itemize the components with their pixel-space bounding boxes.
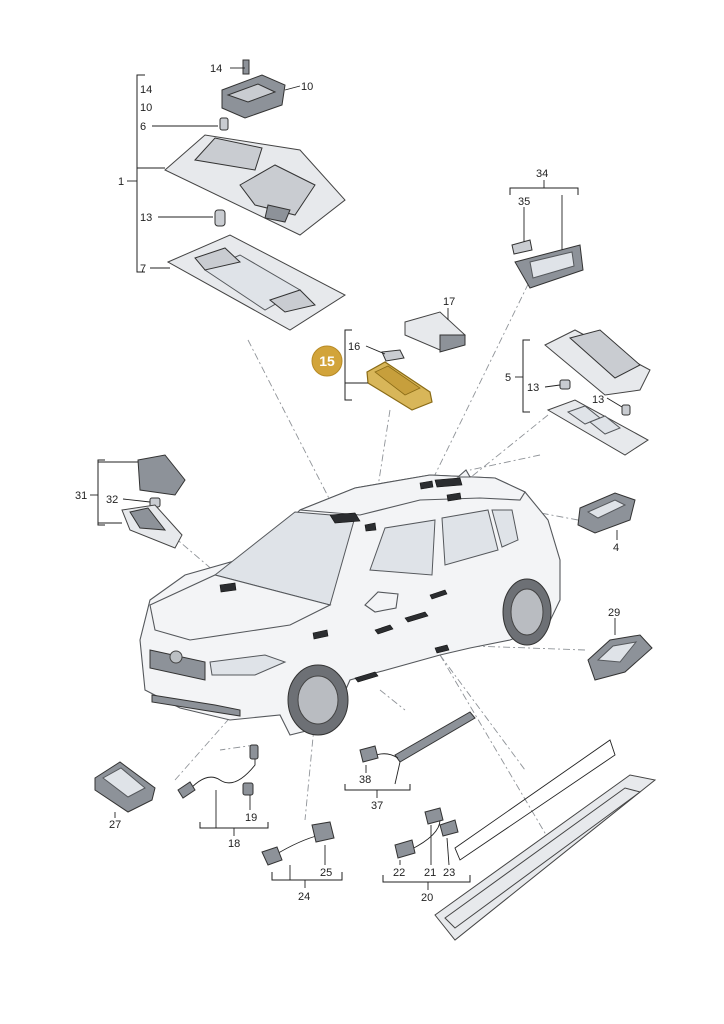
label-13-b: 13 [592,394,604,406]
label-22: 22 [393,867,405,879]
label-5: 5 [505,372,511,384]
label-16: 16 [348,341,360,353]
label-10-bracket: 10 [140,102,152,114]
label-18: 18 [228,838,240,850]
part-37-strip [359,711,476,763]
part-16-bulb [381,349,405,362]
part-24-harness [261,821,335,866]
part-labels: 14 10 14 10 6 1 13 7 34 35 17 16 15 5 13… [75,63,620,904]
label-7: 7 [140,263,146,275]
label-38: 38 [359,774,371,786]
part-18-harness [177,744,259,799]
label-10-top: 10 [301,81,313,93]
label-20: 20 [421,892,433,904]
label-37: 37 [371,800,383,812]
label-6: 6 [140,121,146,133]
part-31-lamp [121,454,186,549]
part-4-lamp [577,492,636,534]
label-29: 29 [608,607,620,619]
label-4: 4 [613,542,619,554]
part-15-badge [311,345,343,377]
part-15-reading-lamp [366,361,433,411]
label-13-a: 13 [527,382,539,394]
label-19: 19 [245,812,257,824]
label-24: 24 [298,891,310,903]
car-body [139,469,561,736]
label-35: 35 [518,196,530,208]
part-5-lamp-housing [544,329,651,456]
label-27: 27 [109,819,121,831]
label-1: 1 [118,176,124,188]
label-31: 31 [75,490,87,502]
label-25: 25 [320,867,332,879]
part-20-harness [394,739,657,941]
label-14-bracket: 14 [140,84,152,96]
brackets [90,67,623,890]
label-13-roof: 13 [140,212,152,224]
part-17-module [404,311,466,353]
label-21: 21 [424,867,436,879]
label-14-top: 14 [210,63,222,75]
label-23: 23 [443,867,455,879]
label-15: 15 [319,353,335,369]
label-34: 34 [536,168,548,180]
label-32: 32 [106,494,118,506]
part-29-lamp [587,634,653,681]
part-34-lamp [511,239,584,289]
part-27-lamp [94,761,156,813]
roof-console-assembly [164,59,346,331]
label-17: 17 [443,296,455,308]
